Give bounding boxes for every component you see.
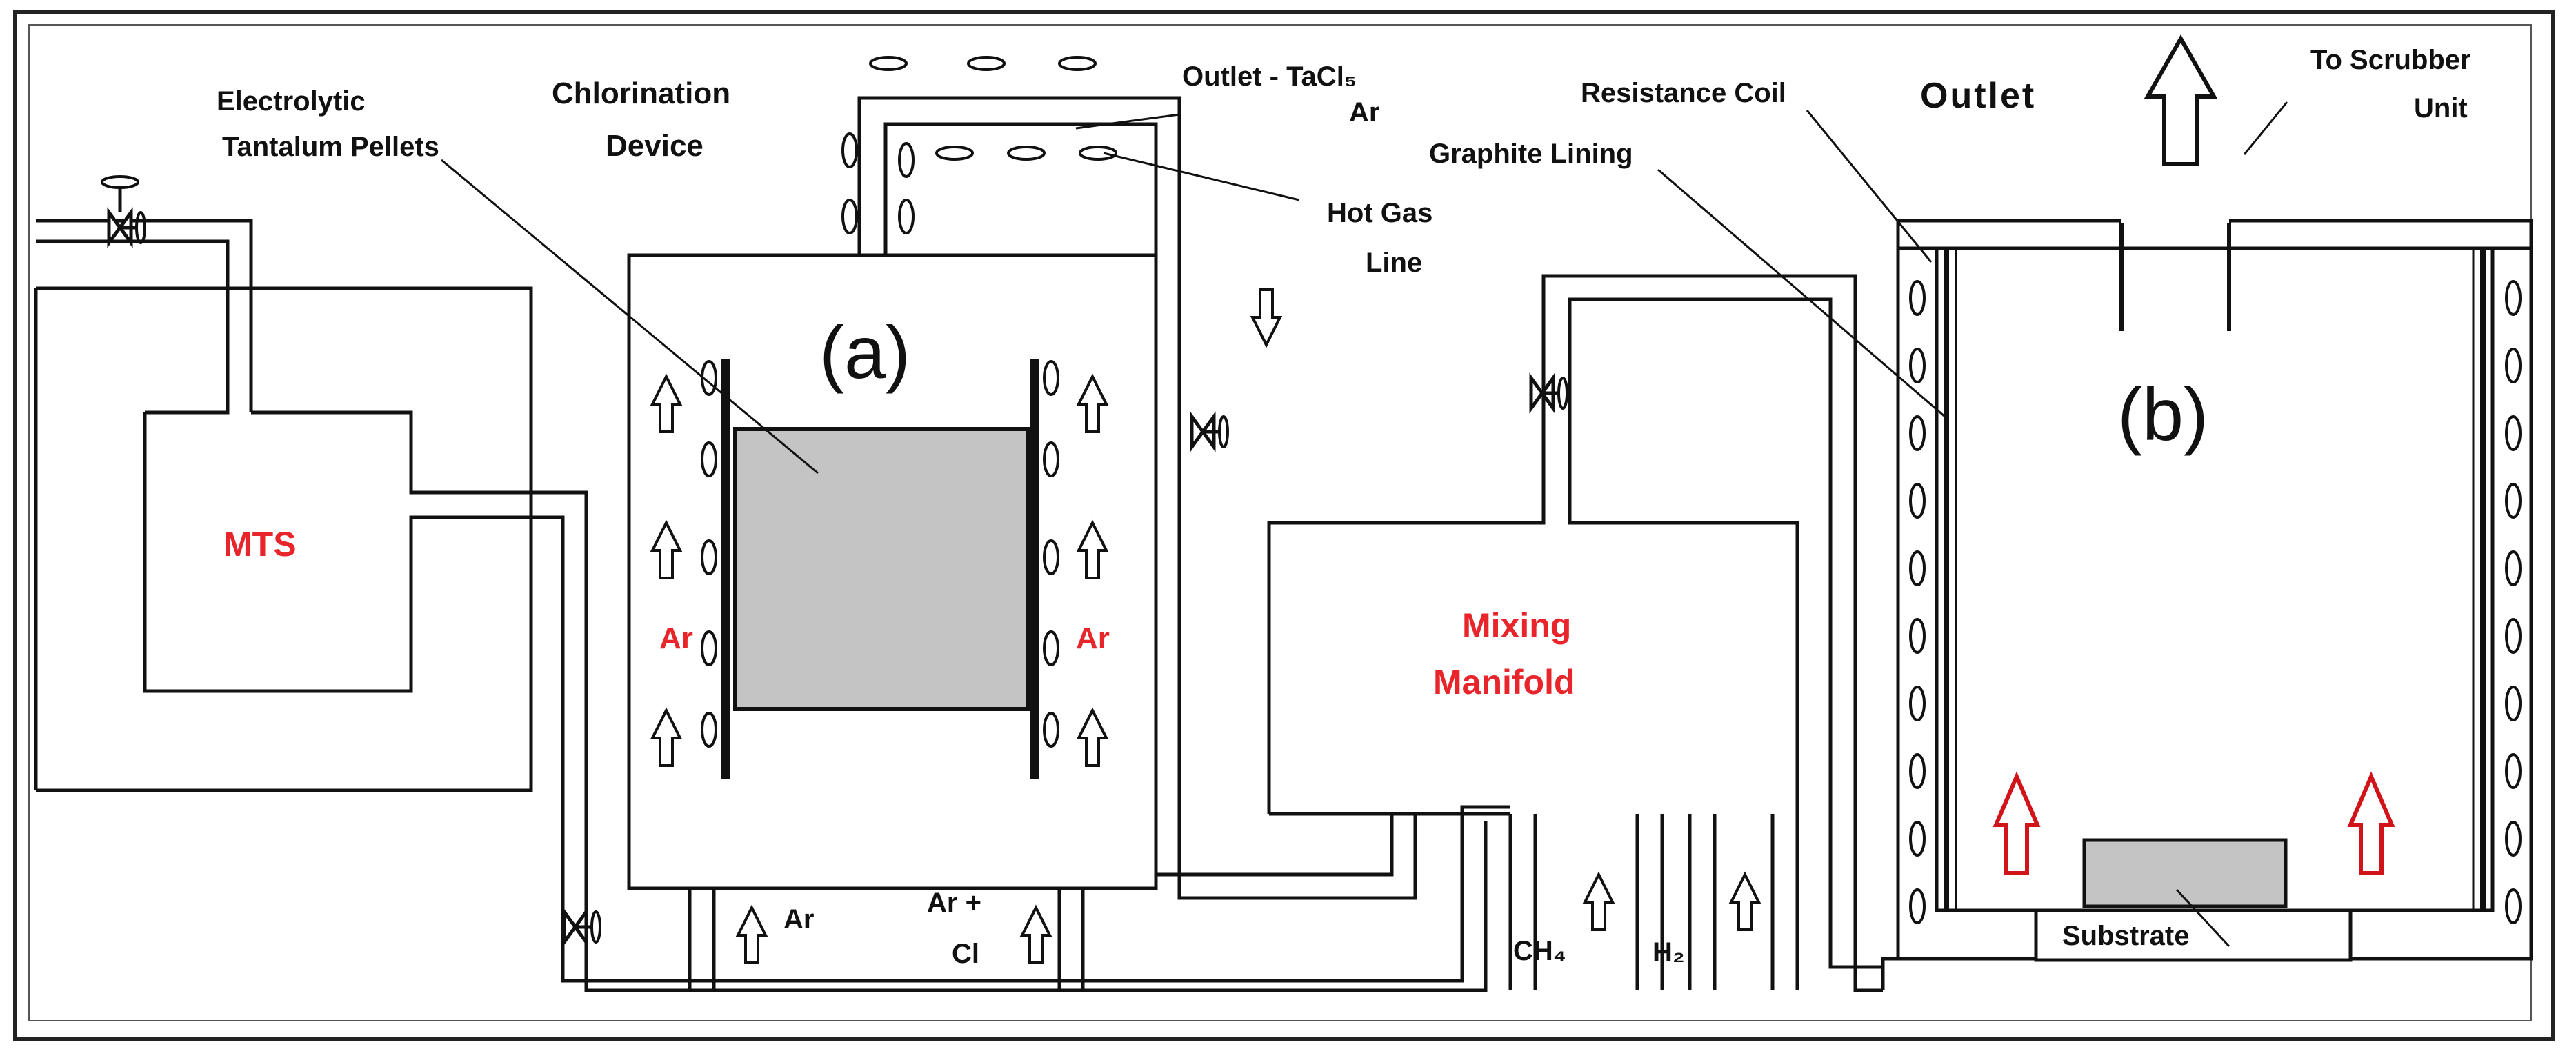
- h2-label: H₂: [1653, 937, 1685, 968]
- mts-enclosure: [36, 286, 533, 792]
- substrate-label: Substrate: [2062, 921, 2190, 951]
- to-scrubber-label-1: To Scrubber: [2310, 45, 2471, 75]
- graphite-leader: [1657, 168, 1946, 418]
- outlet-label: Outlet: [1920, 76, 2036, 116]
- substrate-block: [2082, 838, 2288, 908]
- electrolytic-label-1: Electrolytic: [217, 86, 366, 117]
- mixing-label-1: Mixing: [1462, 606, 1571, 645]
- scrubber-leader: [2243, 101, 2288, 155]
- resistance-coil-label: Resistance Coil: [1581, 78, 1786, 108]
- mixing-label-2: Manifold: [1433, 663, 1575, 701]
- to-scrubber-label-2: Unit: [2414, 93, 2468, 123]
- mts-label: MTS: [223, 525, 297, 563]
- substrate-pedestal: [2034, 908, 2353, 962]
- ar-cl-label-2: Cl: [952, 939, 979, 969]
- resistance-coil-leader: [1806, 110, 1933, 263]
- hot-gas-label-1: Hot Gas: [1327, 198, 1432, 228]
- outlet-up-arrow: [2144, 34, 2218, 166]
- outlet-leader: [1075, 113, 1180, 130]
- chlorination-label-1: Chlorination: [552, 77, 730, 110]
- hot-gas-label-2: Line: [1366, 248, 1422, 278]
- pellets-leader: [441, 159, 819, 475]
- outlet-ar-label: Ar: [1349, 97, 1379, 128]
- ar-left-label: Ar: [659, 621, 693, 655]
- outlet-pipe-outer: [857, 96, 1417, 900]
- chlorination-label-2: Device: [606, 129, 703, 163]
- panel-a-label: (a): [819, 310, 910, 394]
- mts-supply-valve-handle: [101, 175, 139, 212]
- ar-cl-label-1: Ar +: [927, 888, 981, 918]
- graphite-lining-label: Graphite Lining: [1429, 139, 1633, 169]
- ar-right-label: Ar: [1076, 621, 1110, 655]
- ch4-label: CH₄: [1513, 936, 1566, 966]
- outlet-pipe-inner: [883, 122, 1394, 877]
- electrolytic-label-2: Tantalum Pellets: [222, 132, 439, 162]
- panel-b-label: (b): [2117, 372, 2208, 456]
- ar-inlet-label: Ar: [783, 904, 814, 935]
- hot-gas-leader: [1103, 152, 1300, 201]
- tantalum-pellets-block: [733, 427, 1030, 711]
- mts-outlet-pipe: [143, 412, 1510, 983]
- substrate-leader: [2175, 888, 2230, 948]
- outlet-tacl5-label: Outlet - TaCl₅: [1182, 61, 1357, 92]
- mixing-manifold-body: [1267, 274, 1883, 992]
